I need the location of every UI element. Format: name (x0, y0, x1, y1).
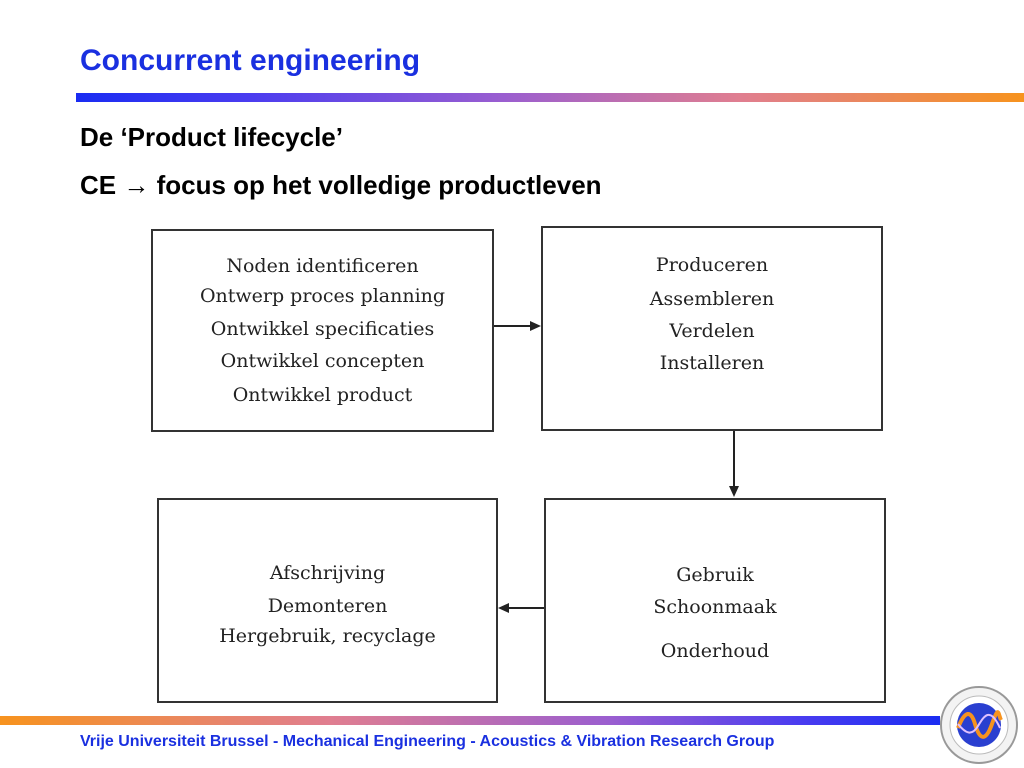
design-item: Noden identificeren (226, 255, 419, 277)
design-item: Ontwerp proces planning (199, 285, 446, 307)
use-item: Schoonmaak (653, 596, 777, 618)
use-item: Onderhoud (660, 640, 770, 662)
subtitle-focus-text: focus op het volledige productleven (156, 170, 602, 200)
design-phase-box: Noden identificeren Ontwerp proces plann… (151, 229, 494, 432)
end-of-life-item: Hergebruik, recyclage (219, 625, 436, 647)
production-item: Produceren (655, 254, 769, 276)
end-of-life-item: Afschrijving (269, 562, 386, 584)
arrow-production-to-use (729, 431, 739, 497)
use-phase-box: Gebruik Schoonmaak Onderhoud (544, 498, 886, 703)
end-of-life-item: Demonteren (267, 595, 388, 617)
arrow-use-to-end-of-life (498, 603, 544, 613)
production-item: Assembleren (649, 288, 775, 310)
subtitle-ce-focus: CE → focus op het volledige productleven (80, 170, 602, 201)
end-of-life-phase-box: Afschrijving Demonteren Hergebruik, recy… (157, 498, 498, 703)
subtitle-ce-label: CE (80, 170, 117, 200)
arrow-design-to-production (494, 321, 541, 331)
production-item: Verdelen (669, 320, 755, 342)
footer-text: Vrije Universiteit Brussel - Mechanical … (80, 733, 775, 750)
footer-bar (0, 716, 940, 725)
design-item: Ontwikkel product (232, 384, 413, 406)
design-item: Ontwikkel concepten (220, 350, 425, 372)
vub-logo-icon (940, 686, 1018, 764)
design-item: Ontwikkel specificaties (210, 318, 435, 340)
production-item: Installeren (659, 352, 765, 374)
production-phase-box: Produceren Assembleren Verdelen Installe… (541, 226, 883, 431)
right-arrow-icon: → (123, 170, 150, 200)
slide-title: Concurrent engineering (80, 44, 421, 77)
subtitle-product-lifecycle: De ‘Product lifecycle’ (80, 122, 343, 152)
title-underline-bar (76, 93, 1024, 102)
use-item: Gebruik (676, 564, 754, 586)
